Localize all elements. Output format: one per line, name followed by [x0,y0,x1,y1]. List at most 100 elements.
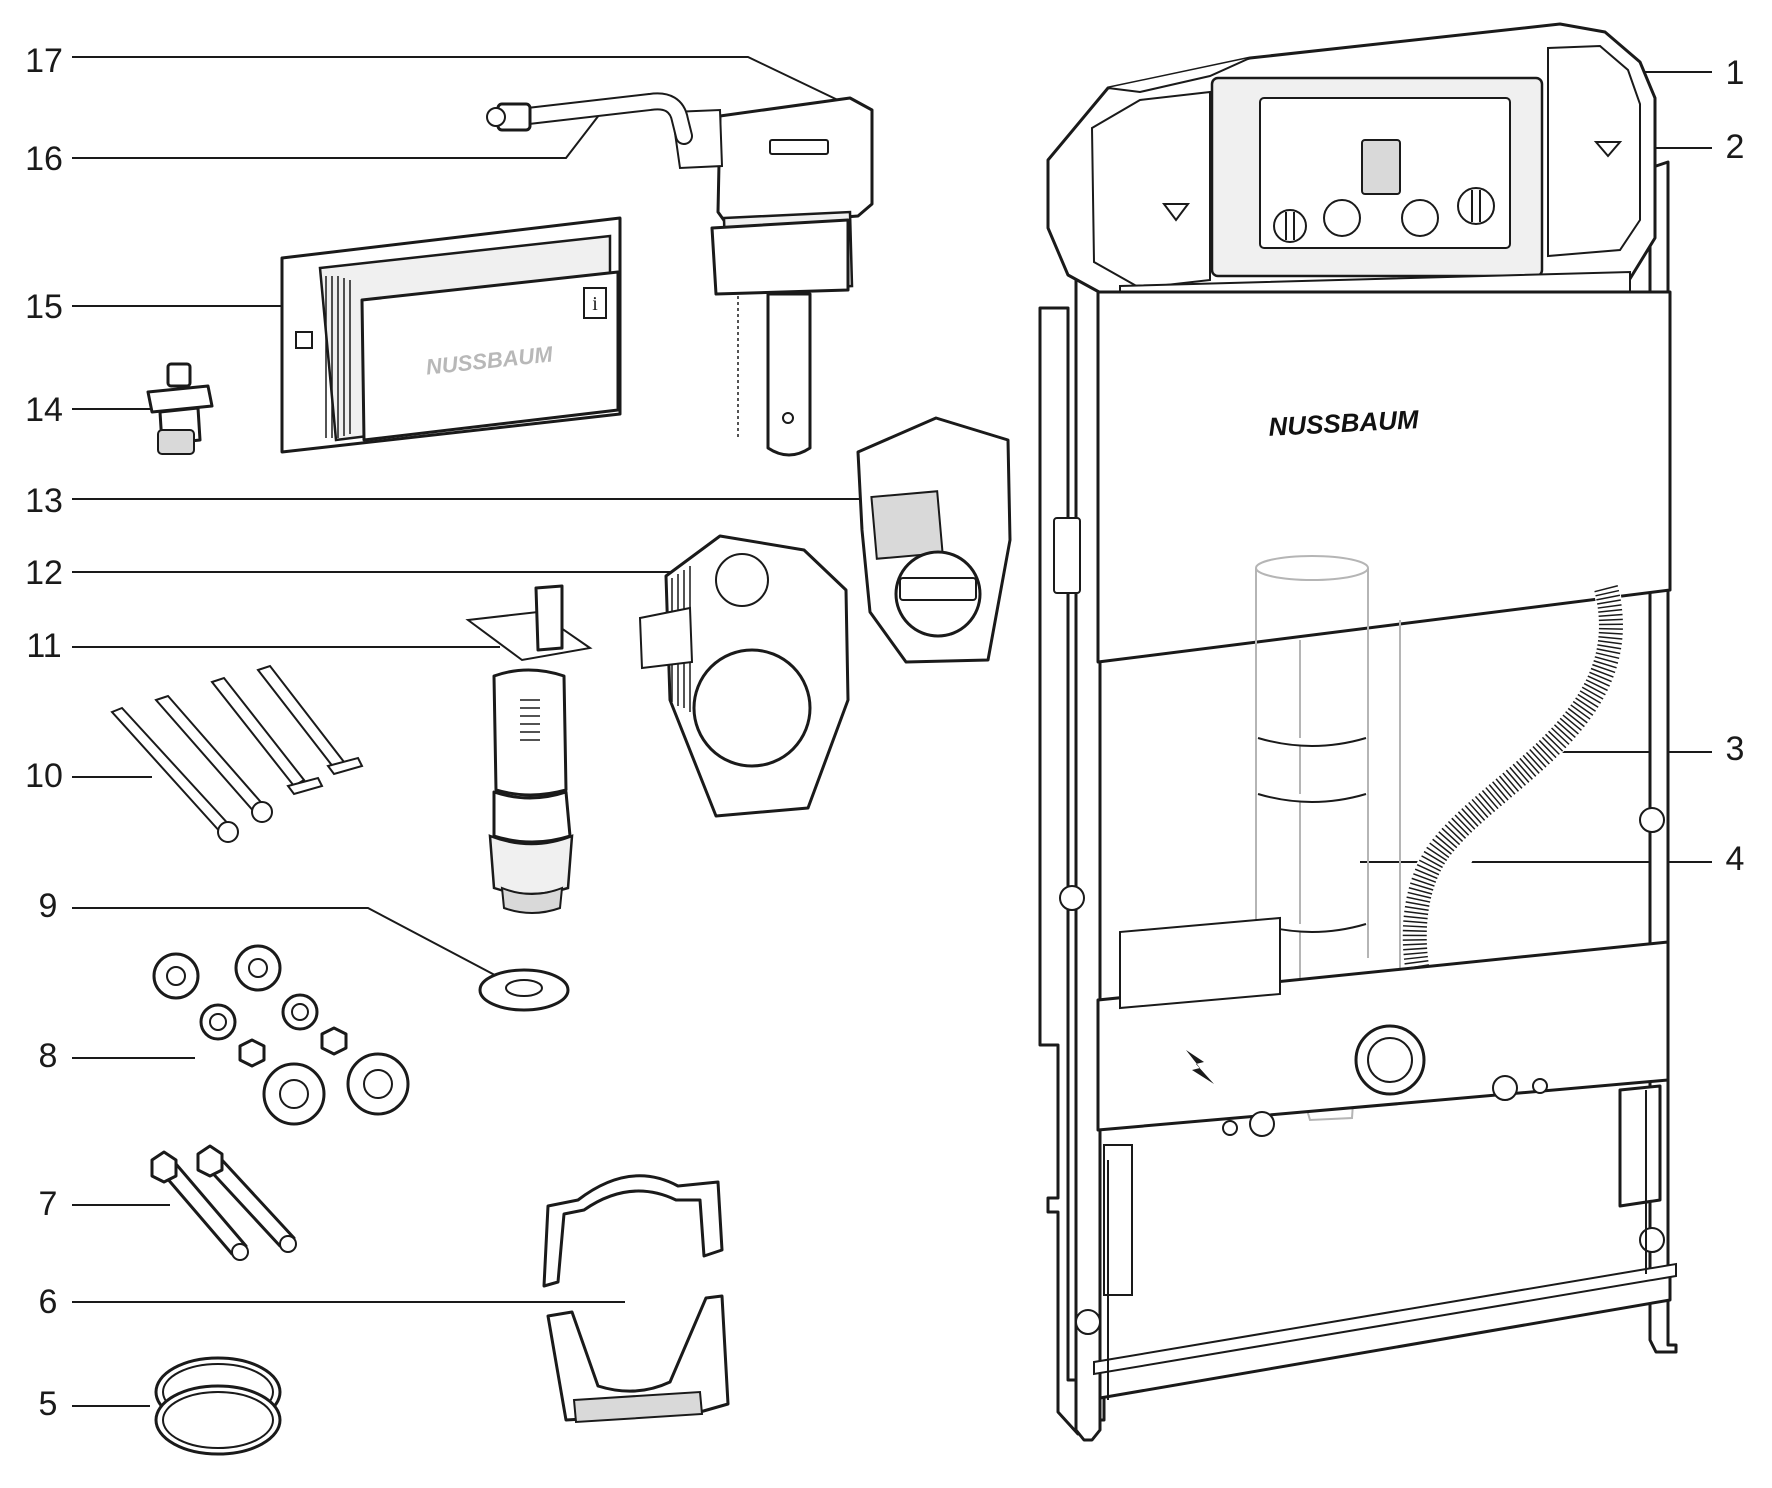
sealing-rings [154,1356,282,1456]
fill-valve-head [716,96,874,228]
flush-valve [465,584,593,914]
threaded-rod-2-head [196,1144,224,1178]
screw-2-head [251,801,273,823]
leader-16 [72,105,607,159]
info-label-icon: i [592,293,598,315]
frame-left-upright [1066,223,1102,1442]
drain-outlet-connector-inner [1367,1037,1413,1083]
sealing-ring-lower-inner [162,1391,274,1449]
fixing-cap-2-hole [248,958,268,978]
cover-square-mark [295,331,313,349]
screw-1 [110,706,234,836]
fixing-cap-1-hole [166,966,186,986]
threaded-rod-2-tip [279,1235,297,1253]
drain-pipe-ring-2 [1257,793,1367,803]
fill-valve-slot [769,139,829,155]
construction-protection-cover: NUSSBAUM i [280,216,622,454]
inspection-knob-right [1457,187,1495,225]
pipe-clamp-lower [546,1294,730,1422]
flush-valve-seal [488,834,574,896]
protective-frame-opening [692,648,812,768]
frame-foot-bar [1098,1272,1672,1400]
frame-foot-bar-top [1093,1262,1677,1376]
protective-frame-bracket [638,606,694,670]
callout-9-number: 9 [39,887,58,925]
side-bolt-left-upper [1059,885,1085,911]
callout-13-number: 13 [25,482,63,520]
frame-right-upright [1618,1084,1662,1208]
fixing-nut-1 [238,1038,266,1068]
angle-valve-knurl [157,429,195,455]
fixing-washer-2-hole [291,1003,309,1021]
callout-8-number: 8 [39,1037,58,1075]
callout-11-number: 11 [26,627,61,665]
inspection-knob-left [1273,209,1307,243]
washer-disc-inner [505,979,543,997]
inspection-valve-right [1401,199,1439,237]
inspection-valve-left [1323,199,1361,237]
pipe-clamp-teeth [572,1390,704,1424]
frame-front-panel [1096,290,1672,664]
connection-hose-fill [521,94,691,143]
fill-valve [670,96,874,457]
protective-frame [638,534,850,818]
inspection-knob-slot-left [1285,212,1295,240]
flush-hose-ribs [1402,585,1623,975]
cover-plate [856,416,1012,664]
callout-numbers: 1 2 3 4 5 6 7 8 9 10 11 12 13 14 15 16 1… [25,42,1744,1423]
callout-16-number: 16 [25,140,63,178]
threaded-rod-1-head [150,1150,178,1184]
inspection-slider [1361,139,1401,195]
pipe-clamp [542,1174,730,1424]
drain-pipe-body [1255,568,1369,958]
callout-2-number: 2 [1726,128,1745,166]
inspection-arrow-left [1162,203,1190,222]
cover-front-box [360,270,620,442]
fill-valve-cup [710,218,850,296]
connection-hose-end [486,107,506,127]
fixing-cone-1-top [279,1079,309,1109]
fixing-washer-1-hole [209,1013,227,1031]
fixing-set [152,944,410,1126]
frame-hole-1 [1492,1075,1518,1101]
flush-valve-cylinder-lower [492,790,572,844]
cover-plate-window [870,490,944,560]
callout-6-number: 6 [39,1283,58,1321]
cistern-side-panel-left [1090,90,1211,290]
callout-17-number: 17 [25,42,63,80]
washer-disc [478,968,570,1012]
cover-pleat-lines [325,276,351,438]
callout-14-number: 14 [25,391,63,429]
flush-valve-post [534,584,564,652]
callout-4-number: 4 [1726,840,1745,878]
cover-plate-bar [899,577,977,601]
angle-valve-flange [146,384,214,414]
drain-pipe-ring-1 [1257,737,1367,747]
inspection-knob-slot-right [1471,190,1481,222]
inspection-arrow-right [1593,141,1623,158]
leader-17 [72,56,843,103]
flush-valve-base [500,886,564,914]
fixing-nut-2 [320,1026,348,1056]
callout-1-number: 1 [1726,54,1745,92]
leader-9 [72,907,509,983]
side-bolt-right-lower [1639,1227,1665,1253]
angle-valve-top [166,362,192,388]
flush-pipe-hose [1401,584,1624,975]
callout-15-number: 15 [25,288,63,326]
callout-12-number: 12 [25,554,63,592]
screw-3-head [286,776,324,796]
protective-frame-top-hole [715,553,769,607]
angle-valve [146,362,214,455]
flush-valve-cage [465,610,593,662]
cistern-top-bevel [1107,57,1251,94]
fill-valve-tube [766,292,812,457]
threaded-rods [150,1144,297,1261]
callout-5-number: 5 [39,1385,58,1423]
callout-7-number: 7 [39,1185,58,1223]
warning-lightning-icon [1186,1050,1214,1084]
callout-10-number: 10 [25,757,63,795]
info-label-box [583,287,607,319]
flush-valve-spring [520,699,540,741]
